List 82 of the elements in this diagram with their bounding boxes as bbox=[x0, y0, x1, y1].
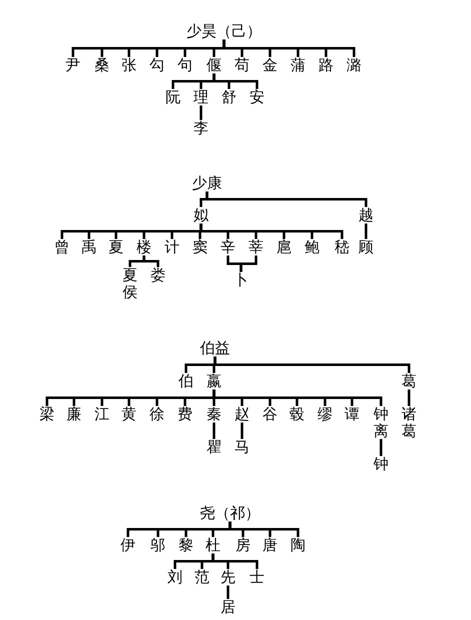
name-label: 计 bbox=[164, 239, 180, 256]
name-label: 伯 bbox=[178, 373, 194, 390]
tree-connector bbox=[212, 74, 258, 89]
name-label: 费 bbox=[178, 406, 192, 422]
name-label: 伯益 bbox=[200, 340, 230, 356]
name-label: 阮 bbox=[166, 89, 180, 106]
name-label: 辛 bbox=[220, 239, 236, 256]
name-label: 理 bbox=[194, 89, 208, 106]
name-label: 邬 bbox=[150, 537, 166, 554]
name-label: 先 bbox=[220, 569, 236, 586]
name-label: 卜 bbox=[234, 272, 248, 288]
name-label: 窦 bbox=[192, 239, 208, 256]
name-label: 桑 bbox=[94, 57, 110, 74]
tree-connector bbox=[240, 256, 258, 272]
name-label: 廉 bbox=[66, 406, 82, 422]
name-label: 诸葛 bbox=[402, 406, 416, 439]
name-label: 夏侯 bbox=[122, 267, 138, 300]
name-label: 句 bbox=[178, 57, 192, 74]
name-label: 赵 bbox=[234, 406, 250, 422]
name-label: 杜 bbox=[206, 537, 220, 554]
name-label: 梁 bbox=[40, 406, 54, 422]
tree-connector bbox=[214, 356, 410, 373]
name-label: 莘 bbox=[248, 239, 264, 256]
name-label: 缪 bbox=[318, 406, 332, 422]
name-label: 房 bbox=[236, 537, 250, 554]
name-label: 谷 bbox=[262, 406, 278, 422]
name-label: 娄 bbox=[150, 267, 166, 284]
name-label: 黎 bbox=[178, 537, 194, 554]
tree-connector bbox=[240, 422, 244, 439]
tree-connector bbox=[408, 390, 410, 406]
tree-connector bbox=[226, 586, 230, 599]
name-label: 陶 bbox=[290, 537, 306, 554]
name-label: 嬴 bbox=[206, 373, 222, 390]
name-label: 唐 bbox=[262, 537, 278, 554]
name-label: 蒲 bbox=[290, 57, 306, 74]
name-label: 鲍 bbox=[304, 239, 320, 256]
name-label: 刘 bbox=[168, 569, 182, 586]
name-label: 路 bbox=[318, 57, 334, 74]
name-label: 居 bbox=[220, 599, 236, 616]
name-label: 尧（祁） bbox=[200, 505, 260, 522]
name-label: 夏 bbox=[108, 239, 124, 256]
name-label: 葛 bbox=[402, 373, 416, 390]
name-label: 偃 bbox=[206, 57, 222, 74]
name-label: 楼 bbox=[136, 239, 152, 256]
name-label: 范 bbox=[194, 569, 210, 586]
name-label: 毂 bbox=[290, 406, 304, 422]
tree-connector bbox=[212, 422, 216, 439]
name-label: 顾 bbox=[358, 239, 374, 256]
name-label: 少康 bbox=[192, 175, 222, 192]
name-label: 黄 bbox=[122, 406, 136, 422]
name-label: 谭 bbox=[344, 406, 360, 422]
name-label: 秦 bbox=[206, 406, 222, 422]
name-label: 曾 bbox=[54, 239, 70, 256]
name-label: 苟 bbox=[234, 57, 250, 74]
tree-connector bbox=[200, 106, 202, 120]
name-label: 金 bbox=[262, 57, 278, 74]
name-label: 徐 bbox=[150, 406, 164, 422]
name-label: 张 bbox=[122, 57, 136, 74]
name-label: 扈 bbox=[276, 239, 292, 256]
tree-connector bbox=[212, 554, 258, 569]
tree-connector bbox=[380, 439, 382, 456]
name-label: 钟 bbox=[374, 456, 388, 472]
name-label: 勾 bbox=[150, 57, 164, 74]
name-label: 马 bbox=[234, 439, 250, 456]
name-label: 舒 bbox=[222, 89, 236, 106]
name-label: 瞿 bbox=[206, 439, 222, 456]
name-label: 江 bbox=[94, 406, 110, 422]
name-label: 少昊（己） bbox=[186, 23, 262, 40]
name-label: 姒 bbox=[194, 207, 208, 224]
name-label: 安 bbox=[250, 89, 264, 106]
name-label: 尹 bbox=[66, 57, 80, 74]
name-label: 嵇 bbox=[334, 239, 350, 256]
tree-connector bbox=[142, 256, 160, 267]
tree-connector bbox=[206, 192, 368, 207]
name-label: 士 bbox=[250, 569, 264, 586]
name-label: 越 bbox=[358, 207, 374, 224]
name-label: 李 bbox=[194, 120, 208, 136]
name-label: 伊 bbox=[120, 537, 136, 554]
tree-connector bbox=[364, 224, 368, 239]
name-label: 潞 bbox=[346, 57, 362, 74]
name-label: 禹 bbox=[82, 239, 96, 256]
name-label: 钟离 bbox=[374, 406, 388, 439]
